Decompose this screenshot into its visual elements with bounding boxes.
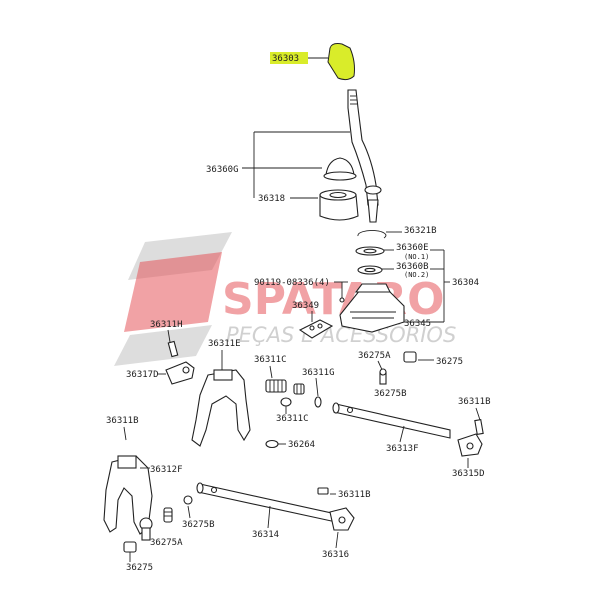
spring-36275B-lower (163, 507, 173, 523)
label-36312F: 36312F (150, 465, 183, 475)
label-36315D: 36315D (452, 469, 485, 479)
label-36311E: 36311E (208, 339, 241, 349)
label-36275B: 36275B (374, 389, 407, 399)
label-36314: 36314 (252, 530, 279, 540)
shift-rod-36313F (332, 402, 451, 439)
label-36275A: 36275A (358, 351, 391, 361)
washer-36311C (280, 397, 292, 407)
label-36360E-note: (NO.1) (404, 253, 429, 261)
ring-36311G (314, 396, 322, 408)
label-36311B-right: 36311B (458, 397, 491, 407)
watermark-logo-band-low (114, 325, 212, 366)
label-36311H: 36311H (150, 320, 183, 330)
shift-fork-36312F (103, 455, 153, 535)
label-36311C-bottom: 36311C (276, 414, 309, 424)
label-90119: 90119-08336(4) (254, 278, 330, 288)
label-36275: 36275 (436, 357, 463, 367)
pin-36311H (167, 340, 179, 358)
label-36313F: 36313F (386, 444, 419, 454)
snap-ring-36321B (357, 230, 387, 239)
bolt-36275A-lower (139, 517, 153, 541)
label-36316: 36316 (322, 550, 349, 560)
label-36311C-top: 36311C (254, 355, 287, 365)
watermark-subtitle: PEÇAS E ACESSÓRIOS (226, 322, 456, 347)
label-36311B-left: 36311B (106, 416, 139, 426)
label-36318: 36318 (258, 194, 285, 204)
pin-36264 (265, 439, 279, 449)
label-36275B-lower: 36275B (182, 520, 215, 530)
shift-fork-36311E (191, 369, 251, 447)
label-36360E: 36360E (396, 243, 429, 253)
shift-head-36316 (329, 507, 355, 531)
shift-head-36317D (165, 361, 195, 385)
label-36345: 36345 (404, 319, 431, 329)
boot-36360G (323, 157, 357, 181)
label-36304: 36304 (452, 278, 479, 288)
watermark: SPATARO PEÇAS E ACESSÓRIOS (114, 232, 456, 366)
ball-36275B (183, 495, 193, 505)
shift-knob (327, 43, 355, 81)
shift-housing-36304 (339, 283, 405, 333)
plug-36275-lower (123, 541, 137, 553)
label-36360G: 36360G (206, 165, 239, 175)
watermark-logo-band-top (128, 232, 232, 280)
label-36360B-note: (NO.2) (404, 271, 429, 279)
label-36317D: 36317D (126, 370, 159, 380)
label-36360B: 36360B (396, 262, 429, 272)
label-36349: 36349 (292, 301, 319, 311)
shift-rod-36314 (196, 482, 337, 523)
label-36321B: 36321B (404, 226, 437, 236)
label-36264: 36264 (288, 440, 315, 450)
label-highlight-36303 (270, 52, 308, 64)
label-36275A-lower: 36275A (150, 538, 183, 548)
label-36303: 36303 (272, 54, 299, 64)
label-36275-lower: 36275 (126, 563, 153, 573)
retainer-36318 (319, 189, 359, 221)
pin-36311B-middle (317, 487, 329, 495)
watermark-brand: SPATARO (222, 274, 444, 325)
spring-36311C (265, 379, 287, 393)
label-36311B-middle: 36311B (338, 490, 371, 500)
watermark-logo-band-mid (124, 252, 222, 332)
plate-36349 (298, 319, 334, 339)
spring-36311G (293, 383, 305, 395)
shift-head-36315D (457, 433, 483, 457)
label-36311G: 36311G (302, 368, 335, 378)
pin-36311B-right (474, 418, 484, 436)
plug-36275 (403, 351, 417, 363)
